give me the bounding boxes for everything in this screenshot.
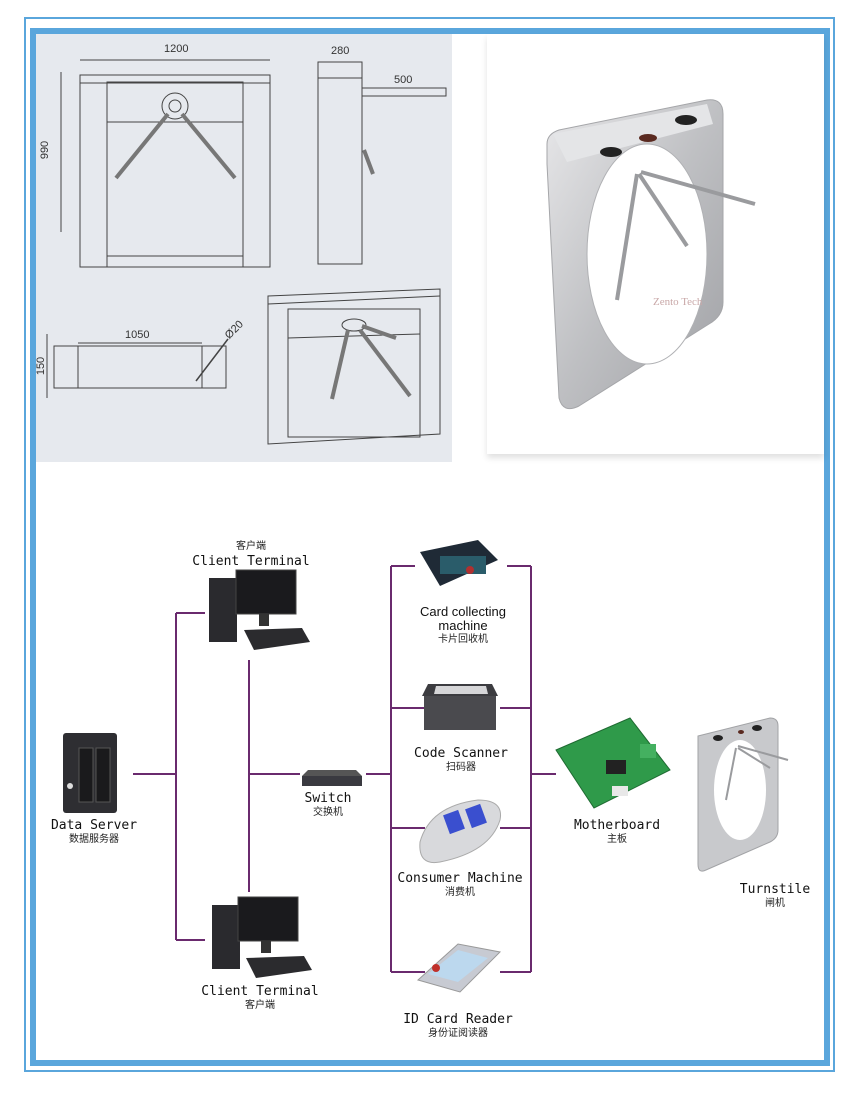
outer-frame [24, 17, 835, 1072]
card-collecting-en-line2: machine [438, 618, 488, 633]
consumer-machine-cn: 消费机 [444, 887, 475, 898]
client-terminal-bottom-cn: 客户端 [245, 1000, 275, 1011]
code-scanner-label: Code Scanner 扫码器 [414, 746, 508, 775]
front-width-dimension: 1200 [164, 43, 189, 55]
id-card-reader-label: ID Card Reader 身份证阅读器 [403, 1012, 513, 1041]
side-arm-dimension: 500 [394, 74, 413, 86]
turnstile-photo-panel: Zento Tech [487, 34, 824, 454]
id-card-reader-cn: 身份证阅读器 [427, 1028, 488, 1039]
client-terminal-top-en: Client Terminal [192, 554, 310, 569]
turnstile-label: Turnstile 闸机 [740, 882, 810, 911]
switch-label: Switch 交换机 [305, 791, 352, 820]
front-view-drawing [60, 59, 271, 268]
client-terminal-top-label: 客户端 Client Terminal [192, 540, 309, 569]
code-scanner-en: Code Scanner [414, 746, 508, 761]
client-terminal-bottom-en: Client Terminal [201, 984, 319, 999]
motherboard-en: Motherboard [573, 818, 661, 833]
photo-watermark: Zento Tech [653, 296, 703, 308]
card-collecting-label: Card collecting machine 卡片回收机 [420, 605, 506, 647]
data-server-label: Data Server 数据服务器 [51, 818, 137, 847]
turnstile-en: Turnstile [739, 882, 811, 897]
turnstile-cn: 闸机 [764, 898, 785, 909]
card-collecting-cn: 卡片回收机 [438, 634, 488, 645]
client-terminal-top-cn: 客户端 [236, 541, 266, 552]
data-server-en: Data Server [50, 818, 138, 833]
perspective-view-drawing [267, 288, 441, 445]
switch-cn: 交换机 [313, 807, 343, 818]
inner-frame [30, 28, 830, 1066]
front-height-dimension: 990 [39, 140, 52, 160]
client-terminal-bottom-label: Client Terminal 客户端 [201, 984, 318, 1013]
card-collecting-en-line1: Card collecting [420, 604, 506, 619]
base-length-dimension: 1050 [125, 329, 150, 341]
side-depth-dimension: 280 [331, 45, 350, 57]
id-card-reader-en: ID Card Reader [403, 1012, 513, 1027]
base-plan-drawing [46, 334, 229, 398]
side-view-drawing [317, 61, 447, 265]
motherboard-cn: 主板 [607, 834, 627, 845]
technical-drawing-panel: 1200 990 280 500 1050 150 Ø20 [35, 34, 452, 462]
data-server-cn: 数据服务器 [69, 834, 119, 845]
motherboard-label: Motherboard 主板 [574, 818, 660, 847]
technical-drawings [46, 59, 447, 445]
base-width-dimension: 150 [35, 356, 48, 376]
switch-en: Switch [304, 791, 352, 806]
consumer-machine-label: Consumer Machine 消费机 [397, 871, 522, 900]
turnstile-photo [546, 99, 756, 410]
consumer-machine-en: Consumer Machine [397, 871, 523, 886]
code-scanner-cn: 扫码器 [445, 762, 476, 773]
